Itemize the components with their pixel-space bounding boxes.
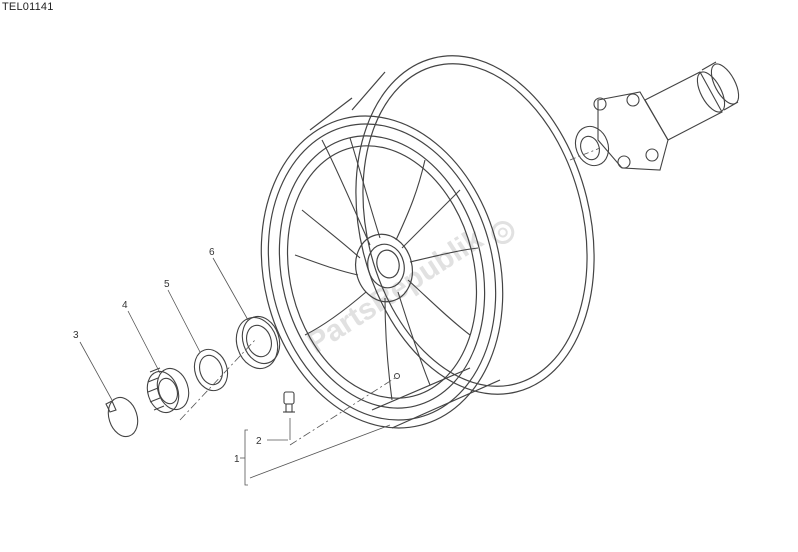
part-2-valve [283,391,295,413]
reference-code: TEL01141 [2,1,54,13]
callout-4: 4 [122,300,128,311]
wheel-spokes [294,137,479,401]
callout-6: 6 [209,247,215,258]
gear-icon [491,221,515,245]
rear-wheel [260,55,595,429]
part-5-ring [193,348,229,392]
callout-3: 3 [73,330,79,341]
part-6-seal [235,315,281,370]
part-3-circlip [105,396,139,438]
callout-5: 5 [164,279,170,290]
callout-1: 1 [234,454,240,465]
rim-valve [394,373,400,379]
watermark-text: PartsRepublik [302,222,489,360]
callout-2: 2 [256,436,262,447]
rear-axle [574,61,740,171]
part-4-bearing [146,367,190,414]
leader-lines [79,147,601,486]
